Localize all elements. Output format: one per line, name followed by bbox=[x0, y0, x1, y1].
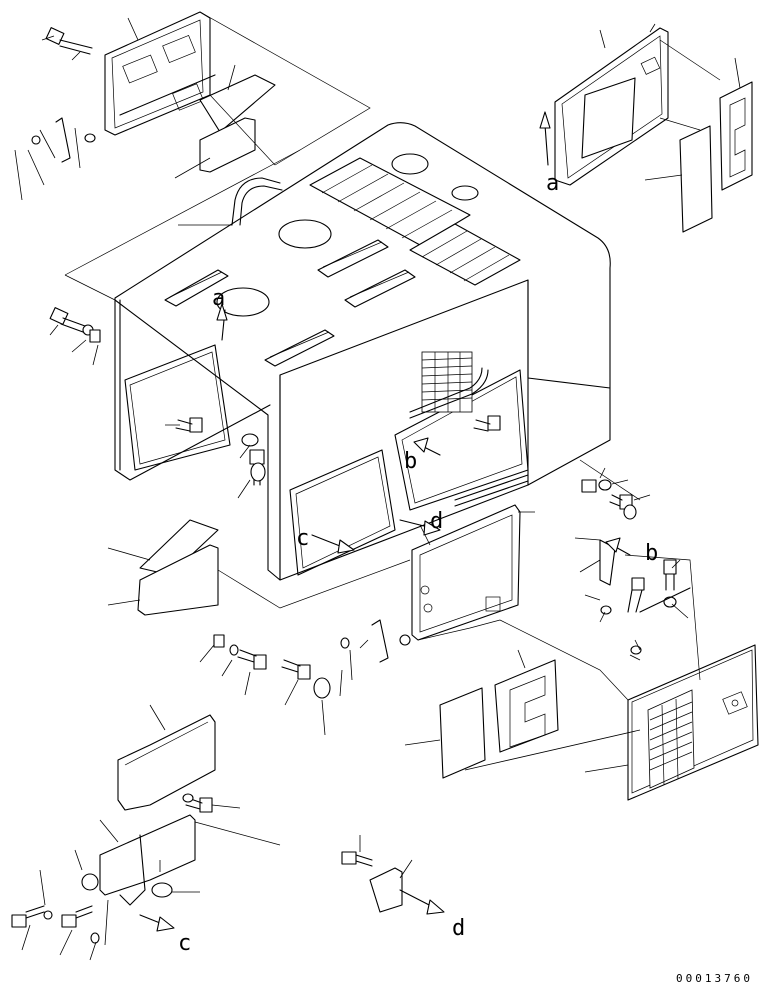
lower-bracket bbox=[81, 714, 216, 906]
view-label-a-detail: a bbox=[546, 171, 559, 196]
drawing-number: 00013760 bbox=[676, 972, 753, 985]
side-door-panel bbox=[411, 504, 521, 641]
grille-panel bbox=[627, 644, 759, 801]
view-label-d-hood: d bbox=[430, 509, 443, 534]
assembly-lines bbox=[64, 11, 721, 846]
left-foam-blocks bbox=[137, 519, 219, 616]
view-label-b-detail: b bbox=[645, 541, 658, 566]
bottom-foam-pads bbox=[439, 659, 559, 779]
view-label-c-detail: c bbox=[178, 931, 191, 956]
leader-lines bbox=[14, 17, 741, 961]
top-left-panel bbox=[104, 11, 276, 173]
top-right-door bbox=[554, 27, 753, 233]
view-label-c-hood: c bbox=[296, 526, 309, 551]
view-arrows bbox=[139, 111, 631, 932]
view-label-a-hood: a bbox=[212, 286, 225, 311]
view-label-b-hood: b bbox=[404, 449, 417, 474]
view-label-d-detail: d bbox=[452, 916, 465, 941]
engine-hood bbox=[114, 122, 611, 581]
